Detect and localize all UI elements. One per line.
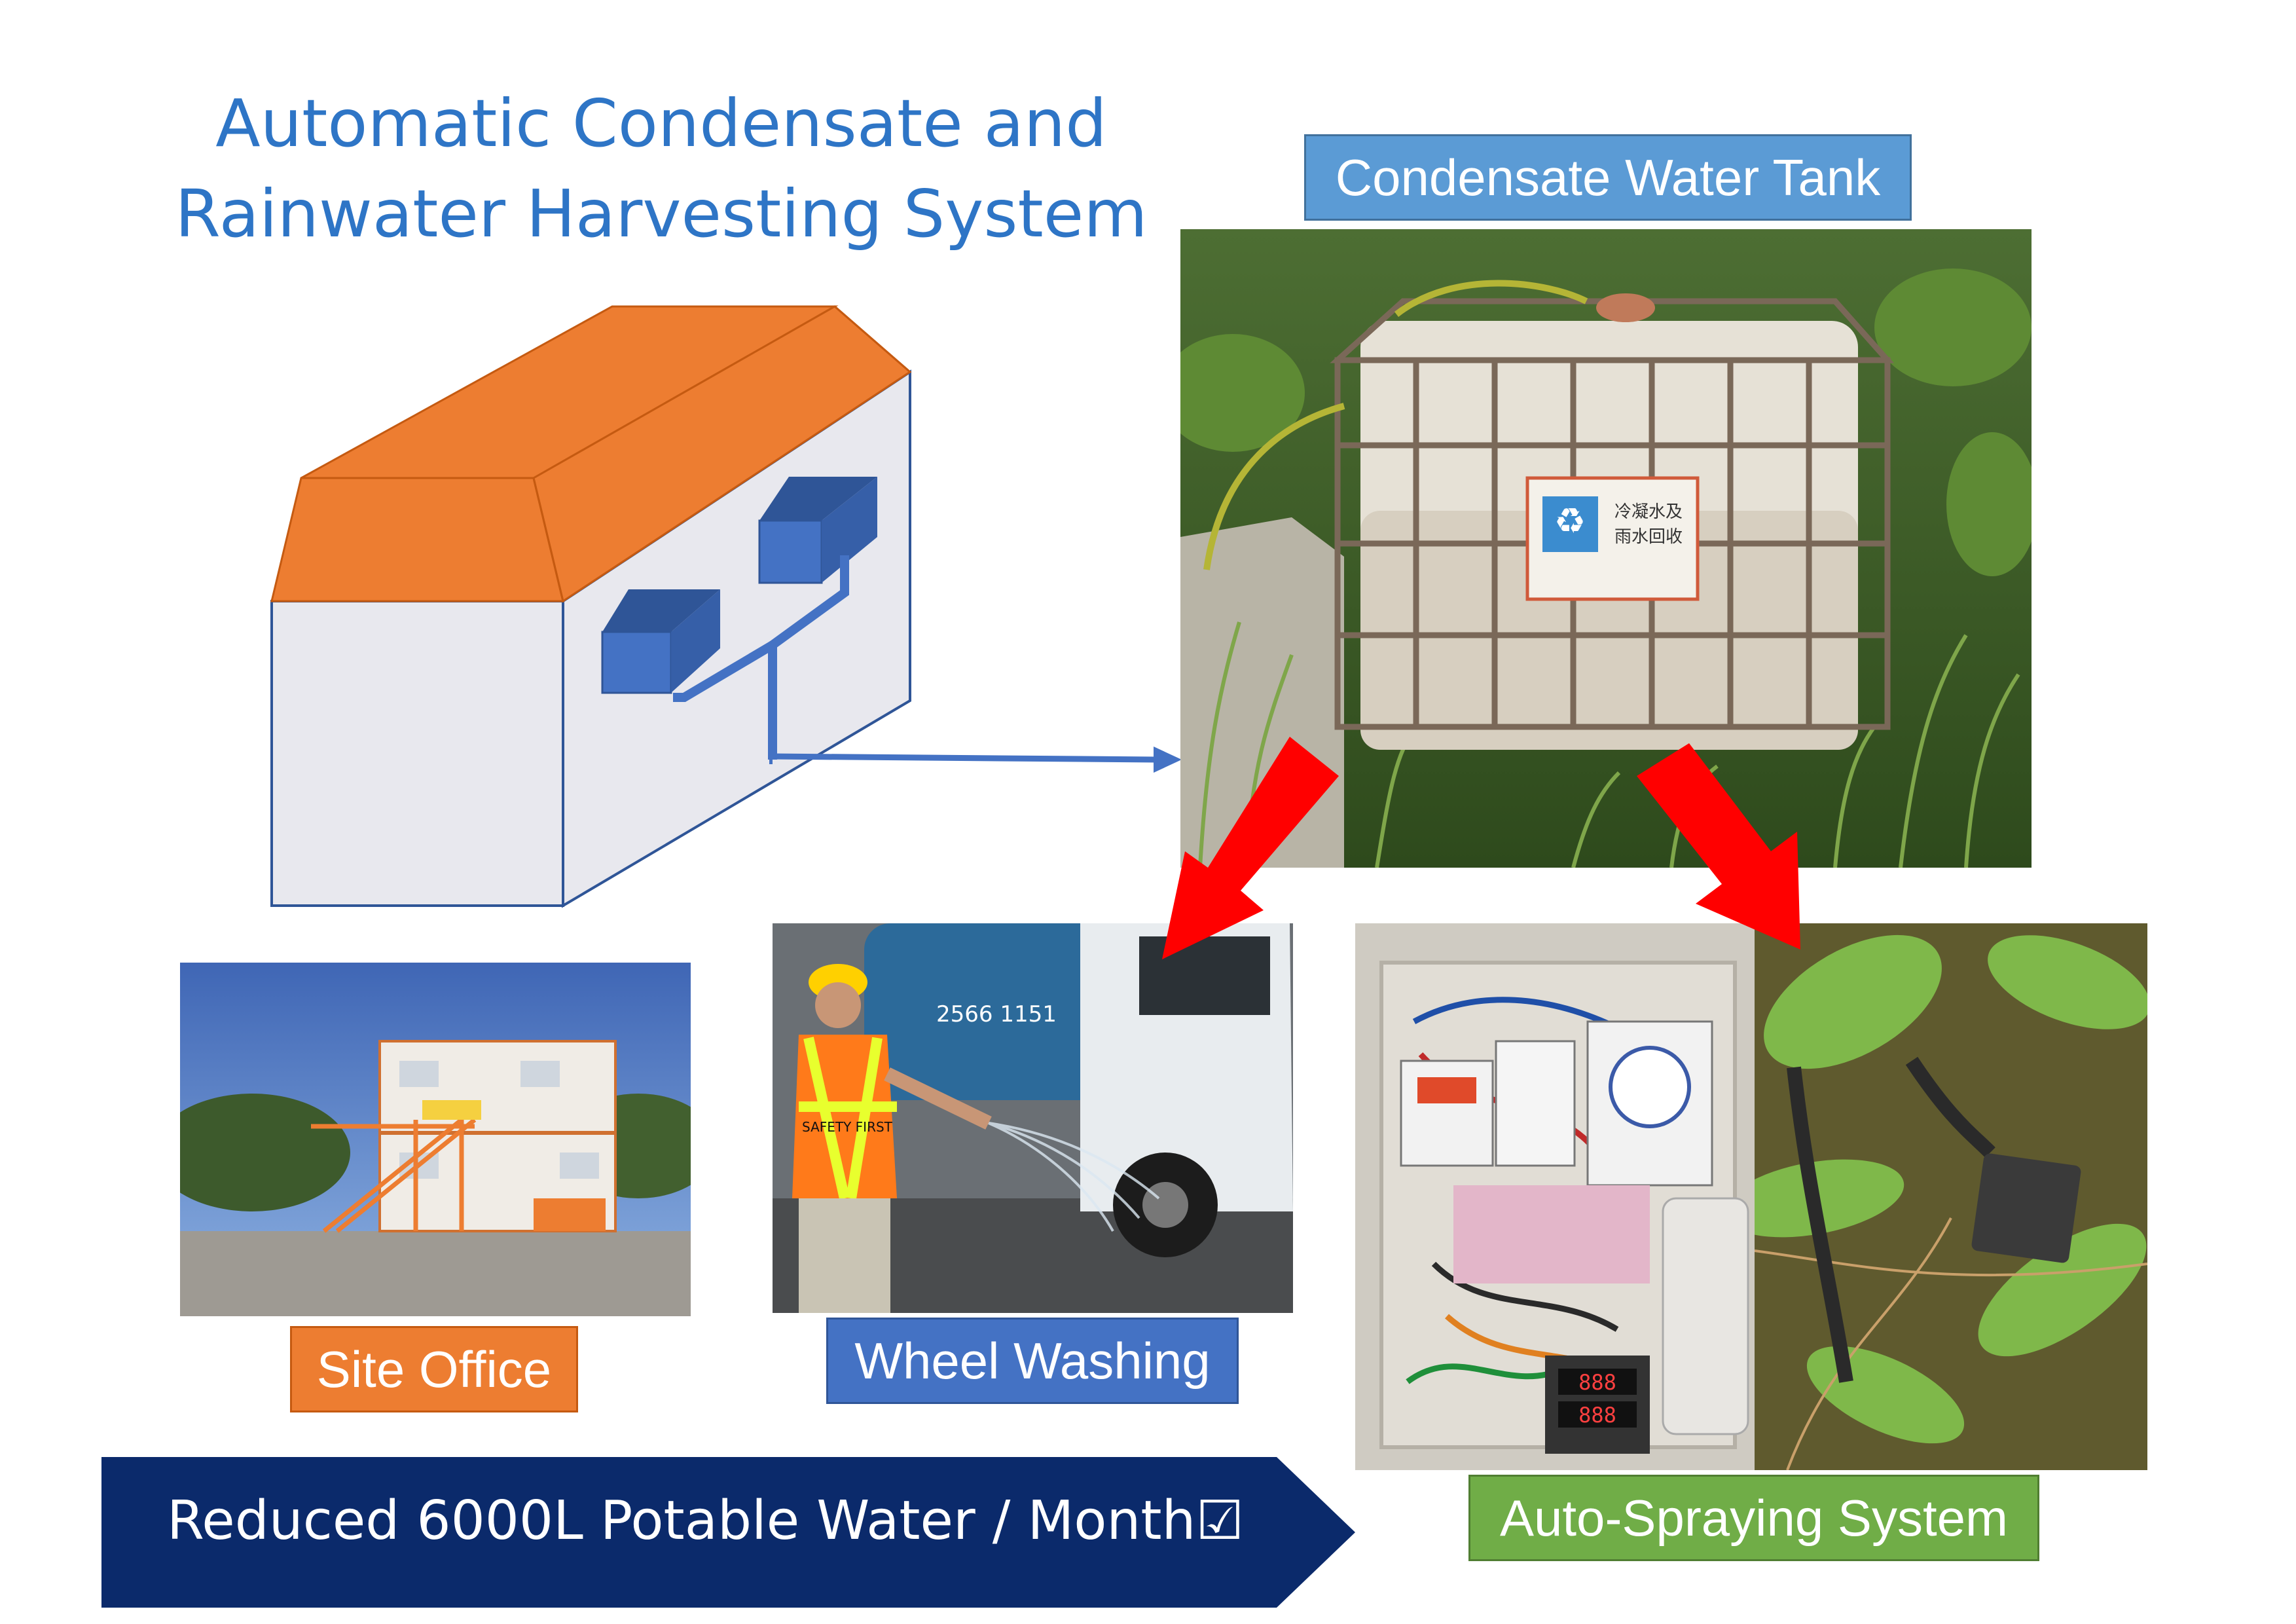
- site-office-photo: [180, 963, 691, 1316]
- banner-text: Reduced 6000L Potable Water / Month: [167, 1490, 1196, 1552]
- control-box-illustration: 888 888: [1355, 923, 1755, 1470]
- vest-text: SAFETY FIRST: [802, 1119, 893, 1135]
- truck-text: 2566 1151: [936, 1001, 1057, 1027]
- svg-text:♻: ♻: [1554, 500, 1586, 542]
- ac-unit-upper: [758, 477, 877, 584]
- wheel-washing-illustration: 2566 1151 SAFETY FIRST: [773, 923, 1293, 1313]
- building-diagram: [270, 305, 1182, 908]
- title-line-2: Rainwater Harvesting System: [175, 175, 1148, 252]
- tank-photo-illustration: ♻ 冷凝水及 雨水回收: [1180, 229, 2032, 868]
- tank-sign-line1: 冷凝水及: [1614, 502, 1683, 522]
- page-title: Automatic Condensate and Rainwater Harve…: [111, 79, 1211, 259]
- wheel-washing-photo: 2566 1151 SAFETY FIRST: [773, 923, 1293, 1313]
- ac-unit-lower: [601, 589, 720, 694]
- tank-label: Condensate Water Tank: [1304, 134, 1912, 221]
- auto-spraying-label: Auto-Spraying System: [1468, 1475, 2039, 1561]
- site-office-illustration: [180, 963, 691, 1316]
- checkbox-icon: ☑: [1195, 1490, 1244, 1552]
- title-line-1: Automatic Condensate and: [215, 85, 1107, 162]
- display-top: 888: [1578, 1370, 1616, 1395]
- pipe-to-tank: [769, 753, 1156, 763]
- spray-nozzle-illustration: [1755, 923, 2147, 1470]
- spray-nozzle-photo: [1755, 923, 2147, 1470]
- wheel-washing-label: Wheel Washing: [826, 1318, 1239, 1404]
- savings-banner: Reduced 6000L Potable Water / Month☑: [167, 1490, 1244, 1552]
- site-office-label: Site Office: [290, 1326, 578, 1412]
- tank-sign-line2: 雨水回收: [1614, 527, 1683, 547]
- control-box-photo: 888 888: [1355, 923, 1755, 1470]
- tank-photo: ♻ 冷凝水及 雨水回收: [1180, 229, 2032, 868]
- display-bottom: 888: [1578, 1403, 1616, 1428]
- condensate-pipes: [673, 555, 849, 764]
